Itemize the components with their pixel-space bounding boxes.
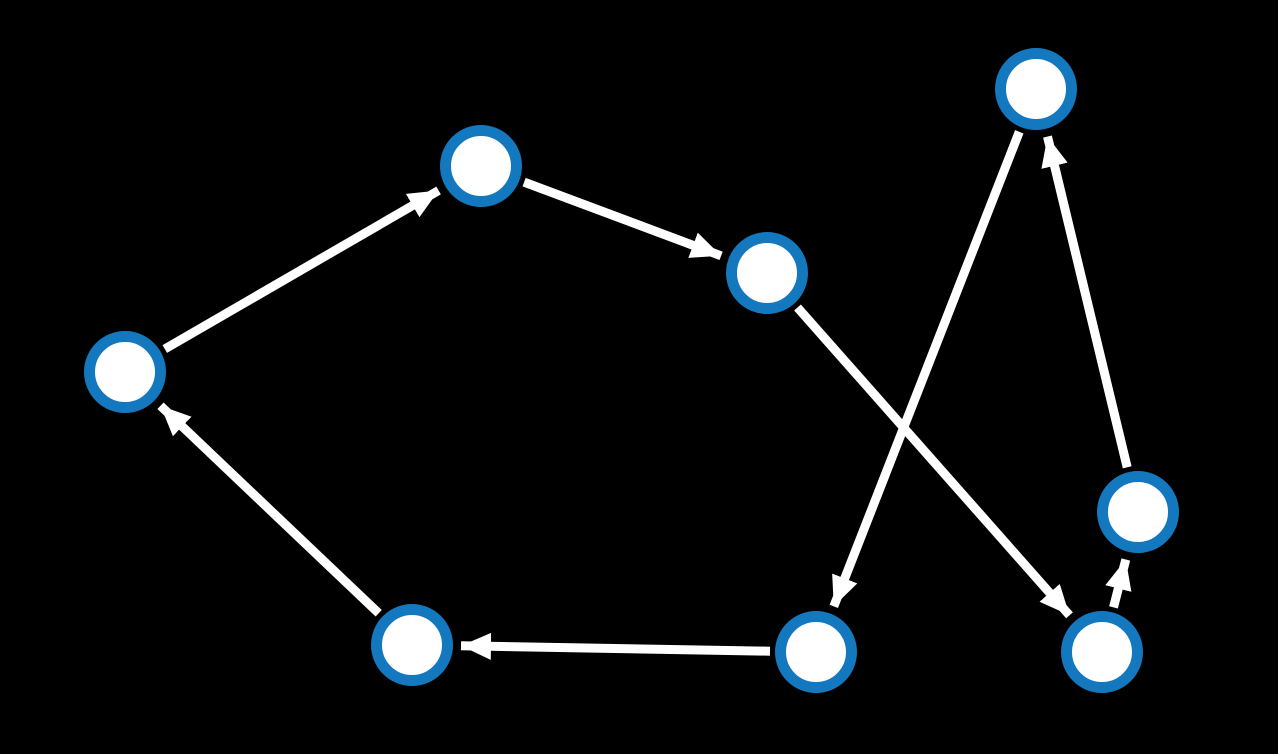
graph-node-bottom-right	[1061, 611, 1143, 693]
graph-node-middle	[726, 232, 808, 314]
graph-edge-top-right-to-bottom-middle	[829, 130, 1024, 609]
graph-edge-middle-to-bottom-right	[794, 304, 1073, 619]
graph-node-bottom-left	[371, 604, 453, 686]
graph-node-top-right	[995, 48, 1077, 130]
graph-node-right	[1097, 471, 1179, 553]
graph-edge-right-to-top-right	[1041, 135, 1132, 469]
graph-node-bottom-middle	[775, 611, 857, 693]
graph-edge-bottom-left-to-left	[157, 402, 382, 617]
graph-edge-bottom-right-to-right	[1105, 558, 1132, 609]
graph-edge-upper-to-middle	[522, 177, 723, 261]
graph-edge-left-to-upper	[162, 186, 441, 353]
graph-edge-bottom-middle-to-bottom-left	[460, 632, 771, 660]
graph-node-left	[84, 331, 166, 413]
graph-node-upper	[440, 125, 522, 207]
